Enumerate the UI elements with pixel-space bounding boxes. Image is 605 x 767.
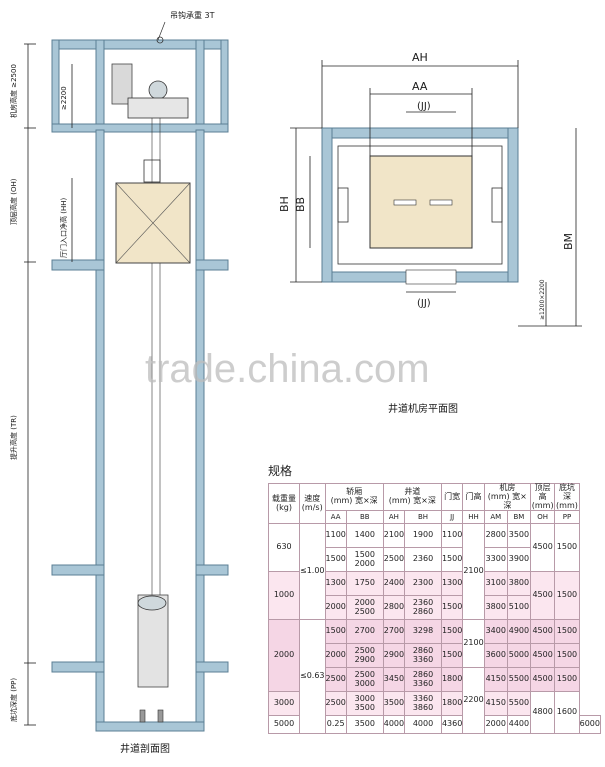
dim-JJ-top: (JJ) xyxy=(417,101,431,112)
min-1200-label: ≥1200×2200 xyxy=(539,279,546,320)
machine-base xyxy=(127,97,189,119)
plan-caption: 井道机房平面图 xyxy=(388,402,458,415)
spec-table-panel: 规格 载重量(kg) 速度(m/s) 轿厢(mm) 宽×深 井道(mm) 宽×深… xyxy=(268,462,602,735)
lifting-hook-icon xyxy=(156,36,164,44)
load-cell: 630 xyxy=(268,523,300,573)
sub-bm: BM xyxy=(506,510,532,525)
pit-depth-label: 底坑深度 (PP) xyxy=(9,678,18,722)
hook-load-label: 吊钩承重 3T xyxy=(170,10,215,20)
table-row: 5000 0.25 3500 4000 4000 4360 2000 4400 … xyxy=(268,715,602,735)
travel-height-label: 提升高度 (TR) xyxy=(9,415,18,460)
sub-pp: PP xyxy=(554,510,580,525)
header-car: 轿厢(mm) 宽×深 xyxy=(324,482,384,512)
watermark-text: trade.china.com xyxy=(145,347,430,391)
table-row: 2000 2000 2500 2800 2360 2860 1500 3800 … xyxy=(269,595,601,621)
machine-room-height-label: 机房高度 ≥2500 xyxy=(9,64,18,118)
load-cell: 2000 xyxy=(268,619,300,693)
sub-aa: AA xyxy=(324,510,347,525)
sub-jj: JJ xyxy=(440,510,464,525)
machine-room-left-wall xyxy=(51,39,60,131)
door-height-cell: 2200 xyxy=(462,667,485,735)
dim-BH: BH xyxy=(278,196,291,212)
shaft-left-wall xyxy=(95,129,105,731)
table-row: 1500 1500 2000 2500 2360 1500 3300 3900 xyxy=(269,547,601,573)
plan-right-wall xyxy=(507,127,519,283)
counterweight-pulley-icon xyxy=(137,595,167,611)
shaft-section-view: 吊钩承重 3T 机房高度 ≥2500 ≥2200 顶层高度 xyxy=(9,10,229,755)
plan-door-right xyxy=(429,199,453,206)
dim-BB: BB xyxy=(294,197,307,212)
table-row: 3000 2500 3000 3500 3500 3360 3860 1800 … xyxy=(268,691,601,735)
header-overhead: 顶层高(mm) xyxy=(529,482,556,512)
plan-left-wall xyxy=(321,127,333,283)
shaft-plan-view: AH AA (JJ) (JJ) BH BB BM ≥1200×2200 井道机房… xyxy=(278,51,582,415)
header-shaft: 井道(mm) 宽×深 xyxy=(382,482,442,512)
sub-bh: BH xyxy=(404,510,442,525)
header-speed: 速度(m/s) xyxy=(299,482,326,525)
sub-ah: AH xyxy=(382,510,406,525)
speed-cell: 0.25 xyxy=(324,715,347,735)
table-row: 630 ≤1.00 1100 1400 2100 1900 1100 2100 … xyxy=(268,523,601,621)
floor-slab-bottom-left xyxy=(51,661,105,673)
sub-hh: HH xyxy=(462,510,485,525)
spec-table: 载重量(kg) 速度(m/s) 轿厢(mm) 宽×深 井道(mm) 宽×深 门宽… xyxy=(268,482,602,735)
table-row: 2500 2500 3000 3450 2860 3360 1800 2200 … xyxy=(269,667,601,735)
traction-machine xyxy=(111,63,133,105)
machine-room-inner-left xyxy=(95,39,105,131)
header-door-height: 门高 xyxy=(462,482,485,512)
min-2200-label: ≥2200 xyxy=(60,86,68,110)
dim-JJ-bottom: (JJ) xyxy=(417,298,431,309)
table-row: 2000 ≤0.63 1500 2700 2700 3298 1500 2100… xyxy=(268,619,601,735)
table-row: 1000 1300 1750 2400 2300 1300 3100 3800 … xyxy=(268,571,601,621)
machine-room-floor xyxy=(51,123,229,133)
sub-bb: BB xyxy=(345,510,384,525)
load-cell: 1000 xyxy=(268,571,300,621)
load-cell: 3000 xyxy=(268,691,300,717)
sub-am: AM xyxy=(483,510,508,525)
floor-slab-mid-right xyxy=(195,564,229,576)
spec-title: 规格 xyxy=(268,464,293,478)
sub-oh: OH xyxy=(529,510,556,525)
traction-sheave-icon xyxy=(148,80,168,100)
header-machine: 机房(mm) 宽×深 xyxy=(483,482,532,512)
floor-slab-bottom-right xyxy=(195,661,229,673)
floor-slab-top-left xyxy=(51,259,105,271)
header-load: 载重量(kg) xyxy=(268,482,300,525)
plan-rail-left xyxy=(337,187,349,223)
plan-door-opening xyxy=(405,269,457,285)
dim-BM: BM xyxy=(562,233,575,250)
buffer-right xyxy=(157,709,164,723)
dim-AA: AA xyxy=(412,80,428,93)
speed-cell: ≤0.63 xyxy=(299,619,326,735)
door-height-label: 厅门入口净高 (HH) xyxy=(59,198,68,258)
section-caption: 井道剖面图 xyxy=(120,742,170,755)
shaft-right-wall xyxy=(195,129,205,731)
floor-slab-top-right xyxy=(195,259,229,271)
overhead-height-label: 顶层高度 (OH) xyxy=(9,178,18,225)
header-door-width: 门宽 xyxy=(440,482,464,512)
buffer-left xyxy=(139,709,146,723)
machine-room-right-wall xyxy=(220,39,229,131)
floor-slab-mid-left xyxy=(51,564,105,576)
plan-door-left xyxy=(393,199,417,206)
plan-car xyxy=(369,155,473,249)
pit-floor xyxy=(95,721,205,732)
door-height-cell: 2100 xyxy=(462,523,485,621)
header-pit: 底坑深(mm) xyxy=(554,482,580,512)
load-cell: 5000 xyxy=(268,715,300,735)
speed-cell: ≤1.00 xyxy=(299,523,326,621)
plan-top-wall xyxy=(321,127,519,139)
door-height-cell: 2100 xyxy=(462,619,485,669)
machine-room-inner-right xyxy=(195,39,205,131)
dim-AH: AH xyxy=(412,51,428,64)
car-top-pulley xyxy=(143,159,161,183)
plan-rail-right xyxy=(491,187,503,223)
